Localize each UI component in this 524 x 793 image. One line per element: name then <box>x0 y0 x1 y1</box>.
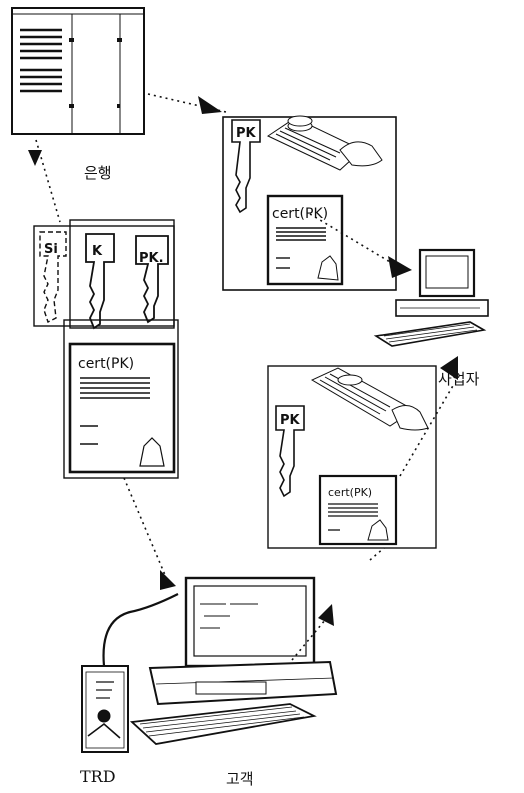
arrowhead-customer <box>160 570 176 590</box>
key-pk-left-text: PK. <box>139 251 164 266</box>
bank-label: 은행 <box>84 164 112 182</box>
certificate-card-left: cert(PK) <box>64 320 178 478</box>
key-si-text: Si <box>44 242 58 257</box>
panel-bank-to-merchant: PK cert(PK) <box>223 116 396 290</box>
bank-server <box>12 8 144 134</box>
certificate-card-lower: cert(PK) <box>320 476 396 544</box>
merchant-label: 사업자 <box>438 370 480 388</box>
certificate-left-text: cert(PK) <box>78 356 134 372</box>
arrowhead-bank-left <box>28 150 42 166</box>
arrowhead-panel-lower <box>318 604 334 626</box>
certificate-lower-text: cert(PK) <box>328 486 372 499</box>
key-pk-lower-text: PK <box>280 413 301 428</box>
key-pk-text: PK <box>236 126 257 141</box>
customer-label: 고객 <box>226 770 254 788</box>
certificate-text: cert(PK) <box>272 206 328 222</box>
customer-computer <box>132 578 336 744</box>
key-k-text: K <box>92 244 103 259</box>
arrowhead-merchant <box>388 256 412 278</box>
panel-key-pair: Si K PK. <box>34 220 174 328</box>
trd-label: TRD <box>80 767 116 786</box>
certificate-card-top: cert(PK) <box>268 196 342 284</box>
arrow-inner-lower <box>370 548 384 560</box>
arrow-cert-to-customer <box>124 478 168 582</box>
arrowhead-bank <box>198 96 222 114</box>
panel-customer-to-merchant: PK cert(PK) <box>268 366 436 548</box>
